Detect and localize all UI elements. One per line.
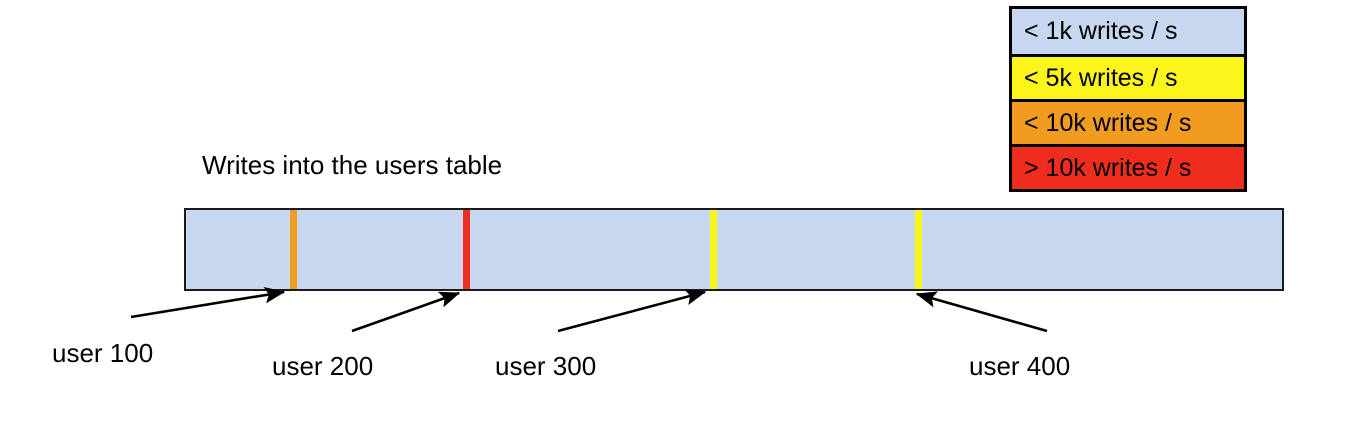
arrow-user-300 [557,288,707,333]
legend-row-under-5k: < 5k writes / s [1012,54,1244,99]
stripe-user-200 [463,210,470,289]
label-user-300: user 300 [495,351,597,381]
legend-label-over-10k: > 10k writes / s [1024,153,1192,182]
legend-row-under-1k: < 1k writes / s [1012,9,1244,54]
stripe-user-300 [710,210,717,289]
label-user-200: user 200 [272,351,374,381]
legend-label-under-1k: < 1k writes / s [1024,17,1178,45]
stripe-user-100 [290,210,297,289]
label-user-400: user 400 [969,351,1071,381]
legend-row-under-10k: < 10k writes / s [1012,99,1244,144]
legend-row-over-10k: > 10k writes / s [1012,144,1244,189]
arrow-user-200 [351,291,461,333]
stripe-user-400 [915,210,922,289]
arrow-user-400 [915,291,1048,333]
chart-title: Writes into the users table [202,150,503,180]
users-table-bar [184,208,1284,291]
write-rate-legend: < 1k writes / s < 5k writes / s < 10k wr… [1009,6,1247,192]
legend-label-under-10k: < 10k writes / s [1024,108,1192,137]
legend-label-under-5k: < 5k writes / s [1024,63,1178,92]
arrow-user-100 [130,286,286,319]
label-user-100: user 100 [52,338,154,368]
